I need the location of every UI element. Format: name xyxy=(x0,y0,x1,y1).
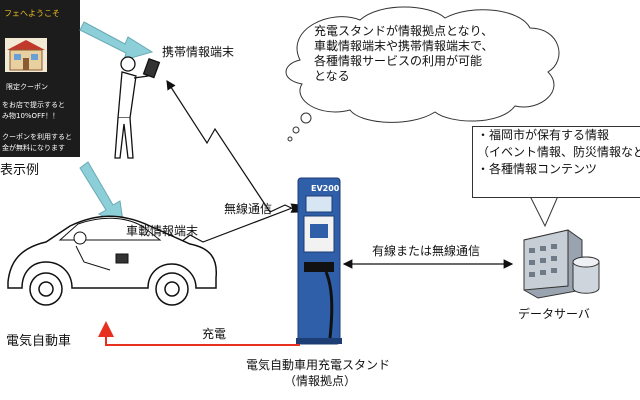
charging-arrow xyxy=(98,321,300,346)
info-box: ・福岡市が保有する情報 （イベント情報、防災情報など ・各種情報コンテンツ xyxy=(472,126,640,198)
vehicle-terminal-label: 車載情報端末 xyxy=(126,224,199,238)
cloud-line: 各種情報サービスの利用が可能 xyxy=(314,54,483,68)
phone-screen-header: フェへようこそ xyxy=(4,9,60,18)
cloud-line: 充電スタンドが情報拠点となり、 xyxy=(314,24,494,38)
speech-cloud xyxy=(285,6,560,123)
teal-arrow-to-vehicle xyxy=(79,161,125,229)
person-with-tablet-icon xyxy=(114,56,161,159)
cloud-text: 充電スタンドが情報拠点となり、 車載情報端末や携帯情報端末で、 各種情報サービス… xyxy=(314,24,574,84)
teal-arrow-to-mobile xyxy=(79,21,154,61)
charging-stand-icon xyxy=(296,177,342,345)
coupon-line: クーポンを利用すると xyxy=(2,133,72,141)
shop-icon xyxy=(5,38,47,72)
data-server-label: データサーバ xyxy=(518,307,590,321)
coupon-line: み物10%OFF！！ xyxy=(2,112,60,120)
station-label-line1: 電気自動車用充電スタンド xyxy=(246,358,391,372)
cloud-bubble xyxy=(287,136,293,142)
cloud-bubble xyxy=(292,126,300,134)
phone-screen-example: フェへようこそ 限定クーポン をお店で提示すると み物10%OFF！！ クーポン… xyxy=(0,0,80,157)
charging-label: 充電 xyxy=(202,327,227,341)
coupon-line: をお店で提示すると xyxy=(2,101,65,109)
wired-or-wireless-label: 有線または無線通信 xyxy=(372,244,481,258)
info-line: ・福岡市が保有する情報 xyxy=(477,128,610,142)
cloud-line: 車載情報端末や携帯情報端末で、 xyxy=(314,39,494,53)
cloud-line: となる xyxy=(314,69,350,83)
cloud-bubble xyxy=(300,112,312,124)
info-callout-pointer xyxy=(529,195,559,228)
charger-brand: EV200 xyxy=(311,184,340,193)
wireless-link-mobile xyxy=(166,79,302,213)
ev-label: 電気自動車 xyxy=(6,334,72,349)
info-line: ・各種情報コンテンツ xyxy=(477,162,598,176)
electric-vehicle-icon xyxy=(7,215,218,306)
mobile-terminal-label: 携帯情報端末 xyxy=(162,45,235,59)
wireless-label: 無線通信 xyxy=(224,202,273,216)
data-server-icon xyxy=(523,229,600,299)
display-example-label: 表示例 xyxy=(0,163,40,178)
info-line: （イベント情報、防災情報など xyxy=(477,145,640,159)
station-label-line2: （情報拠点） xyxy=(284,374,357,388)
coupon-line: 金が無料になります xyxy=(2,144,65,152)
coupon-title: 限定クーポン xyxy=(6,83,48,91)
